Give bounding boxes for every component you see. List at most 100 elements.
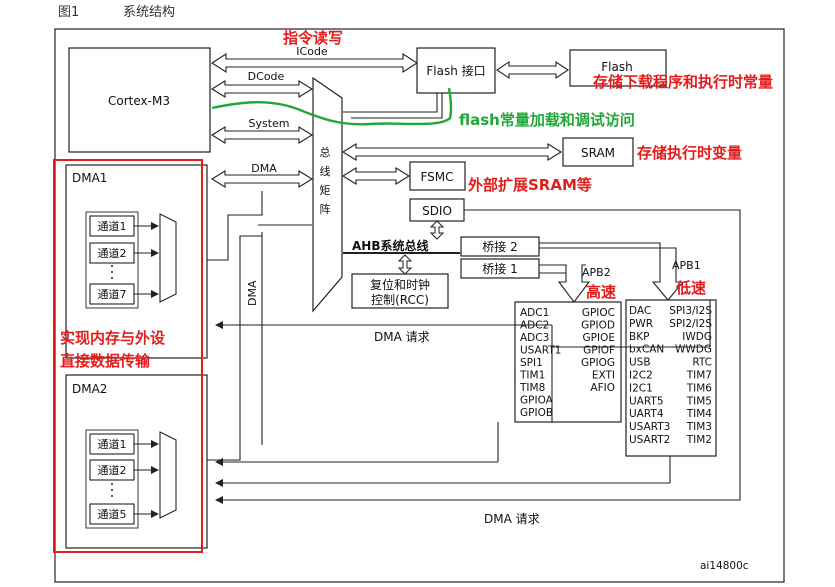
cortex-m3-block: Cortex-M3 xyxy=(68,47,211,153)
apb1-peripherals-box xyxy=(625,299,717,457)
apb2-note: 高速 xyxy=(586,283,616,301)
ahb-label: AHB系统总线 xyxy=(352,238,428,253)
apb1-periph-uart4: UART4 xyxy=(629,408,664,420)
bus-matrix: 总 线 矩 阵 xyxy=(312,76,343,313)
apb2-periph-gpiod: GPIOD xyxy=(581,320,615,332)
fsmc-block: FSMC xyxy=(409,161,466,191)
apb2-periph-gpioe: GPIOE xyxy=(583,332,615,344)
apb2-label: APB2 xyxy=(582,266,611,279)
sram-label: SRAM xyxy=(581,146,615,160)
dma2-block: DMA2 xyxy=(65,374,208,549)
dma1-channel-ellipsis xyxy=(111,265,113,267)
apb1-periph-usart2: USART2 xyxy=(629,434,670,446)
apb1-note: 低速 xyxy=(675,279,706,297)
apb1-periph-iwdg: IWDG xyxy=(682,331,712,343)
dma-request-line-1: DMA 请求 xyxy=(215,321,552,344)
apb1-periph-uart5: UART5 xyxy=(629,395,664,407)
apb2-periph-spi1: SPI1 xyxy=(520,357,543,369)
green-annotation-curve xyxy=(211,87,453,126)
flash-interface-block: Flash 接口 xyxy=(416,47,496,94)
apb2-periph-exti: EXTI xyxy=(592,370,615,382)
dcode-bus: DCode xyxy=(210,70,314,98)
apb1-periph-spi3-i2s: SPI3/I2S xyxy=(669,305,712,317)
apb1-periph-i2c1: I2C1 xyxy=(629,382,653,394)
dma2-channel-label-2: 通道2 xyxy=(98,463,127,477)
apb1-periph-usart3: USART3 xyxy=(629,421,670,433)
rcc-label-line1: 复位和时钟 xyxy=(370,277,430,292)
dma2-mux xyxy=(159,431,177,519)
apb1-periph-wwdg: WWDG xyxy=(675,344,712,356)
sdio-label: SDIO xyxy=(422,204,452,218)
ahb-bus: AHB系统总线 xyxy=(343,238,460,254)
system-bus: System xyxy=(210,117,314,144)
dma1-channel-ellipsis xyxy=(111,271,113,273)
sram-block: SRAM xyxy=(562,137,634,167)
dma1-mux xyxy=(159,213,177,303)
bridge-1-block: 桥接 1 xyxy=(460,258,540,279)
dma1-channel-group xyxy=(85,211,139,309)
icode-bus: ICode xyxy=(210,45,419,74)
apb2-periph-adc1: ADC1 xyxy=(520,307,549,319)
dma2-channel-label-1: 通道1 xyxy=(98,437,127,451)
apb2-periph-tim8: TIM8 xyxy=(519,382,545,394)
fsmc-label: FSMC xyxy=(420,170,453,184)
bridge-2-block: 桥接 2 xyxy=(460,236,540,257)
bus-matrix-char-2: 线 xyxy=(320,164,331,178)
apb1-periph-tim2: TIM2 xyxy=(686,434,712,446)
sdio-ahb-link xyxy=(429,220,445,240)
dma-bus-label: DMA xyxy=(251,162,277,175)
flash-block: Flash xyxy=(569,49,667,87)
flash-link xyxy=(496,60,569,80)
apb2-periph-gpioc: GPIOC xyxy=(582,307,615,319)
bus-matrix-char-4: 阵 xyxy=(320,202,331,216)
figure-title: 系统结构 xyxy=(123,5,175,20)
figure-reference: ai14800c xyxy=(700,560,749,572)
apb1-periph-rtc: RTC xyxy=(692,357,712,369)
dma1-channel-label-3: 通道7 xyxy=(98,287,127,301)
flash-note: 存储下载程序和执行时常量 xyxy=(593,73,773,91)
rcc-block: 复位和时钟 控制(RCC) xyxy=(351,273,449,309)
apb2-peripherals-box xyxy=(514,301,622,423)
matrix-to-flash-interface xyxy=(343,93,443,119)
flash-interface-label: Flash 接口 xyxy=(426,63,485,78)
dma2-channel-group xyxy=(85,429,139,529)
apb2-periph-usart1: USART1 xyxy=(520,345,561,357)
apb1-periph-tim5: TIM5 xyxy=(686,395,712,407)
dma2-to-matrix xyxy=(207,232,263,461)
apb1-periph-dac: DAC xyxy=(629,305,651,317)
apb1-periph-spi2-i2s: SPI2/I2S xyxy=(669,318,712,330)
apb1-periph-pwr: PWR xyxy=(629,318,653,330)
dma1-channels: 通道1 通道2 通道7 xyxy=(85,211,159,309)
bridge-1-label: 桥接 1 xyxy=(482,261,517,276)
apb2-periph-tim1: TIM1 xyxy=(519,370,545,382)
apb2-periph-adc3: ADC3 xyxy=(520,332,549,344)
apb1-periph-tim6: TIM6 xyxy=(686,382,713,394)
apb2-periph-afio: AFIO xyxy=(590,382,615,394)
sram-link xyxy=(341,143,563,161)
apb2-periph-gpiog: GPIOG xyxy=(581,357,615,369)
apb2-periph-gpioa: GPIOA xyxy=(520,395,554,407)
ahb-rcc-link xyxy=(397,254,413,275)
dma2-label: DMA2 xyxy=(72,382,107,396)
fsmc-note: 外部扩展SRAM等 xyxy=(467,176,592,194)
icode-label: ICode xyxy=(296,45,328,58)
dma1-channel-label-2: 通道2 xyxy=(98,246,127,260)
dma-note-line2: 直接数据传输 xyxy=(60,352,151,370)
bus-matrix-char-3: 矩 xyxy=(320,184,331,197)
dma2-channel-ellipsis xyxy=(111,489,113,491)
apb1-periph-i2c2: I2C2 xyxy=(629,370,653,382)
dcode-note: flash常量加载和调试访问 xyxy=(459,111,635,129)
dma1-label: DMA1 xyxy=(72,171,107,185)
dma1-channel-label-1: 通道1 xyxy=(98,219,127,233)
apb1-periph-tim7: TIM7 xyxy=(686,370,712,382)
dma1-to-dma-bus xyxy=(207,191,263,261)
dma-request-label-2: DMA 请求 xyxy=(484,512,540,526)
icode-note: 指令读写 xyxy=(283,29,343,47)
dma-highlight-box xyxy=(53,159,203,553)
apb1-periph-bkp: BKP xyxy=(629,331,649,343)
apb1-periph-usb: USB xyxy=(629,357,651,369)
system-label: System xyxy=(248,117,289,130)
